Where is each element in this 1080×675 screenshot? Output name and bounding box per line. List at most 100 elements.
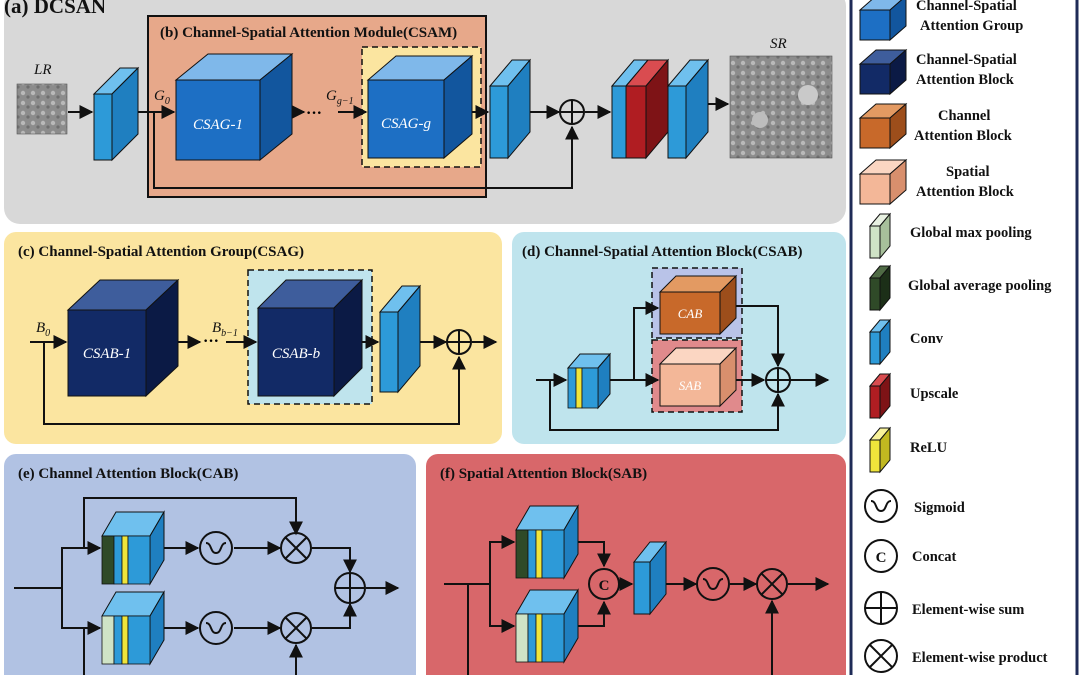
sab-label: SAB bbox=[679, 378, 701, 393]
gmp-conv-stack bbox=[101, 590, 165, 666]
sigmoid-icon bbox=[864, 489, 898, 523]
cab-label: CAB bbox=[678, 306, 703, 321]
arrow-to-gmp bbox=[61, 588, 102, 635]
panel-b-title: (b) Channel-Spatial Attention Module(CSA… bbox=[160, 25, 457, 41]
arrow-to-sum bbox=[312, 602, 357, 629]
csab-b-label: CSAB-b bbox=[272, 346, 321, 362]
upscale-stack bbox=[610, 58, 670, 160]
element-wise-sum-icon bbox=[765, 367, 791, 393]
panel-a: (a) DCSAN LR SR (b) Channel-Spatial Atte… bbox=[4, 0, 846, 224]
panel-e: (e) Channel Attention Block(CAB) bbox=[4, 454, 416, 675]
legend-label: Spatial bbox=[946, 164, 990, 180]
arrow-cab-to-sum bbox=[736, 305, 785, 368]
bypass-top bbox=[83, 497, 303, 548]
panel-d: (d) Channel-Spatial Attention Block(CSAB… bbox=[512, 232, 846, 444]
sigmoid-icon bbox=[199, 531, 233, 565]
panel-c-title: (c) Channel-Spatial Attention Group(CSAG… bbox=[18, 244, 304, 260]
arrow-to-sum bbox=[312, 547, 357, 574]
csab-1-label: CSAB-1 bbox=[83, 346, 131, 362]
gap-conv-stack bbox=[515, 504, 579, 580]
element-wise-product-icon bbox=[756, 568, 788, 600]
csab-b-cube: CSAB-b bbox=[256, 278, 364, 398]
element-wise-sum-icon bbox=[559, 99, 585, 125]
g0-label: G0 bbox=[154, 88, 170, 107]
csag-g-label: CSAG-g bbox=[381, 116, 431, 132]
conv-icon bbox=[868, 318, 892, 366]
legend-label: Attention Block bbox=[914, 128, 1013, 144]
global-average-pooling-icon bbox=[868, 264, 892, 312]
sab-cube-icon bbox=[858, 158, 908, 206]
legend-label: Attention Block bbox=[916, 184, 1015, 200]
element-wise-product-icon bbox=[280, 612, 312, 644]
conv-layer bbox=[488, 58, 532, 160]
arrow-to-gmp bbox=[489, 584, 516, 633]
arrow-to-cab bbox=[633, 301, 660, 380]
element-wise-product-icon bbox=[280, 532, 312, 564]
relu-icon bbox=[868, 426, 892, 474]
conv-layer bbox=[92, 66, 140, 162]
element-wise-sum-icon bbox=[864, 591, 898, 625]
legend-label: Attention Group bbox=[920, 18, 1023, 34]
sigmoid-icon bbox=[696, 567, 730, 601]
concat-symbol: C bbox=[599, 578, 610, 594]
legend-label: Sigmoid bbox=[914, 500, 965, 516]
lr-image bbox=[16, 83, 68, 135]
cab-cube-icon bbox=[858, 102, 908, 150]
sr-image bbox=[729, 55, 833, 159]
arrow-to-gap bbox=[489, 535, 516, 584]
panel-d-title: (d) Channel-Spatial Attention Block(CSAB… bbox=[522, 244, 802, 260]
sigmoid-icon bbox=[199, 611, 233, 645]
conv-layer bbox=[632, 540, 668, 616]
csag-1-cube: CSAG-1 bbox=[174, 52, 294, 162]
legend-label: Channel-Spatial bbox=[916, 52, 1017, 68]
conv-layer bbox=[666, 58, 710, 160]
legend-label: Attention Block bbox=[916, 72, 1015, 88]
sr-particle bbox=[752, 112, 768, 128]
conv-layer bbox=[378, 284, 422, 394]
element-wise-product-icon bbox=[864, 639, 898, 673]
arrow-gmp-to-concat bbox=[578, 600, 611, 627]
legend-label: ReLU bbox=[910, 440, 948, 456]
csab-1-cube: CSAB-1 bbox=[66, 278, 180, 398]
gmp-conv-stack bbox=[515, 588, 579, 664]
legend-label: Global max pooling bbox=[910, 225, 1032, 241]
legend-label: Global average pooling bbox=[908, 278, 1052, 294]
panel-f-title: (f) Spatial Attention Block(SAB) bbox=[440, 466, 647, 482]
lr-label: LR bbox=[33, 62, 52, 78]
skip-connection-csam bbox=[153, 112, 579, 189]
csab-cube-icon bbox=[858, 48, 908, 96]
skip-connection-csag bbox=[43, 342, 466, 425]
panel-c: (c) Channel-Spatial Attention Group(CSAG… bbox=[4, 232, 502, 444]
sr-particle bbox=[798, 85, 818, 105]
concat-symbol: C bbox=[876, 550, 887, 566]
legend-label: Channel bbox=[938, 108, 990, 124]
concat-icon: C bbox=[588, 568, 620, 600]
conv-relu-conv-stack bbox=[566, 352, 612, 410]
csag-g-cube: CSAG-g bbox=[366, 54, 474, 160]
legend-label: Upscale bbox=[910, 386, 959, 402]
element-wise-sum-icon bbox=[334, 572, 366, 604]
cab-cube: CAB bbox=[658, 274, 738, 336]
upscale-icon bbox=[868, 372, 892, 420]
element-wise-sum-icon bbox=[446, 329, 472, 355]
b0-label: B0 bbox=[36, 320, 50, 339]
bb1-label: Bb−1 bbox=[212, 320, 238, 339]
legend-label: Concat bbox=[912, 549, 956, 565]
legend-label: Channel-Spatial bbox=[916, 0, 1017, 14]
dots: ··· bbox=[306, 105, 322, 122]
arrow-gap-to-concat bbox=[578, 541, 611, 568]
panel-e-title: (e) Channel Attention Block(CAB) bbox=[18, 466, 238, 482]
gap-conv-stack bbox=[101, 510, 165, 586]
sr-label: SR bbox=[770, 36, 787, 52]
legend-label: Element-wise product bbox=[912, 650, 1048, 666]
global-max-pooling-icon bbox=[868, 212, 892, 260]
arrow-to-gap bbox=[61, 541, 102, 588]
gg1-label: Gg−1 bbox=[326, 88, 354, 107]
csag-1-label: CSAG-1 bbox=[193, 117, 243, 133]
concat-icon: C bbox=[864, 539, 898, 573]
panel-f: (f) Spatial Attention Block(SAB) bbox=[426, 454, 846, 675]
panel-a-title: (a) DCSAN bbox=[4, 0, 106, 18]
legend-label: Element-wise sum bbox=[912, 602, 1024, 618]
skip-connection-csab bbox=[549, 380, 785, 431]
